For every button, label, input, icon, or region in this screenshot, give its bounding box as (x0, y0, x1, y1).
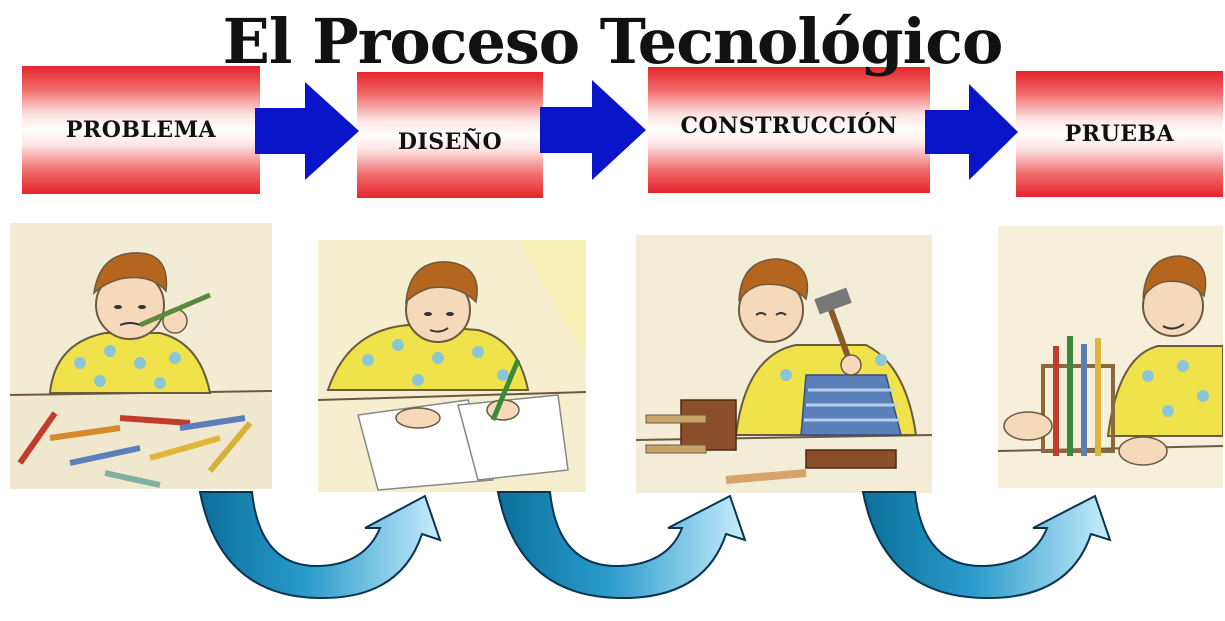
illustration-diseno (318, 240, 586, 492)
curved-arrow-icon (861, 491, 1112, 600)
illustration-problema (10, 223, 272, 489)
diagram-title: El Proceso Tecnológico (222, 5, 1004, 78)
arrow-right-icon (540, 80, 646, 180)
step-box-diseno: DISEÑO (357, 72, 543, 198)
illustration-prueba (998, 226, 1223, 488)
step-label-problema: PROBLEMA (65, 117, 217, 143)
curved-arrow-icon (198, 491, 442, 600)
curved-arrow-icon (496, 491, 747, 600)
step-label-diseno: DISEÑO (397, 129, 503, 155)
step-box-problema: PROBLEMA (22, 66, 260, 194)
step-label-construccion: CONSTRUCCIÓN (680, 113, 898, 139)
illustration-construccion (636, 235, 932, 493)
step-label-prueba: PRUEBA (1064, 121, 1175, 147)
arrow-right-icon (925, 84, 1018, 180)
step-box-prueba: PRUEBA (1016, 71, 1223, 197)
arrow-right-icon (255, 82, 359, 180)
step-box-construccion: CONSTRUCCIÓN (648, 67, 930, 193)
